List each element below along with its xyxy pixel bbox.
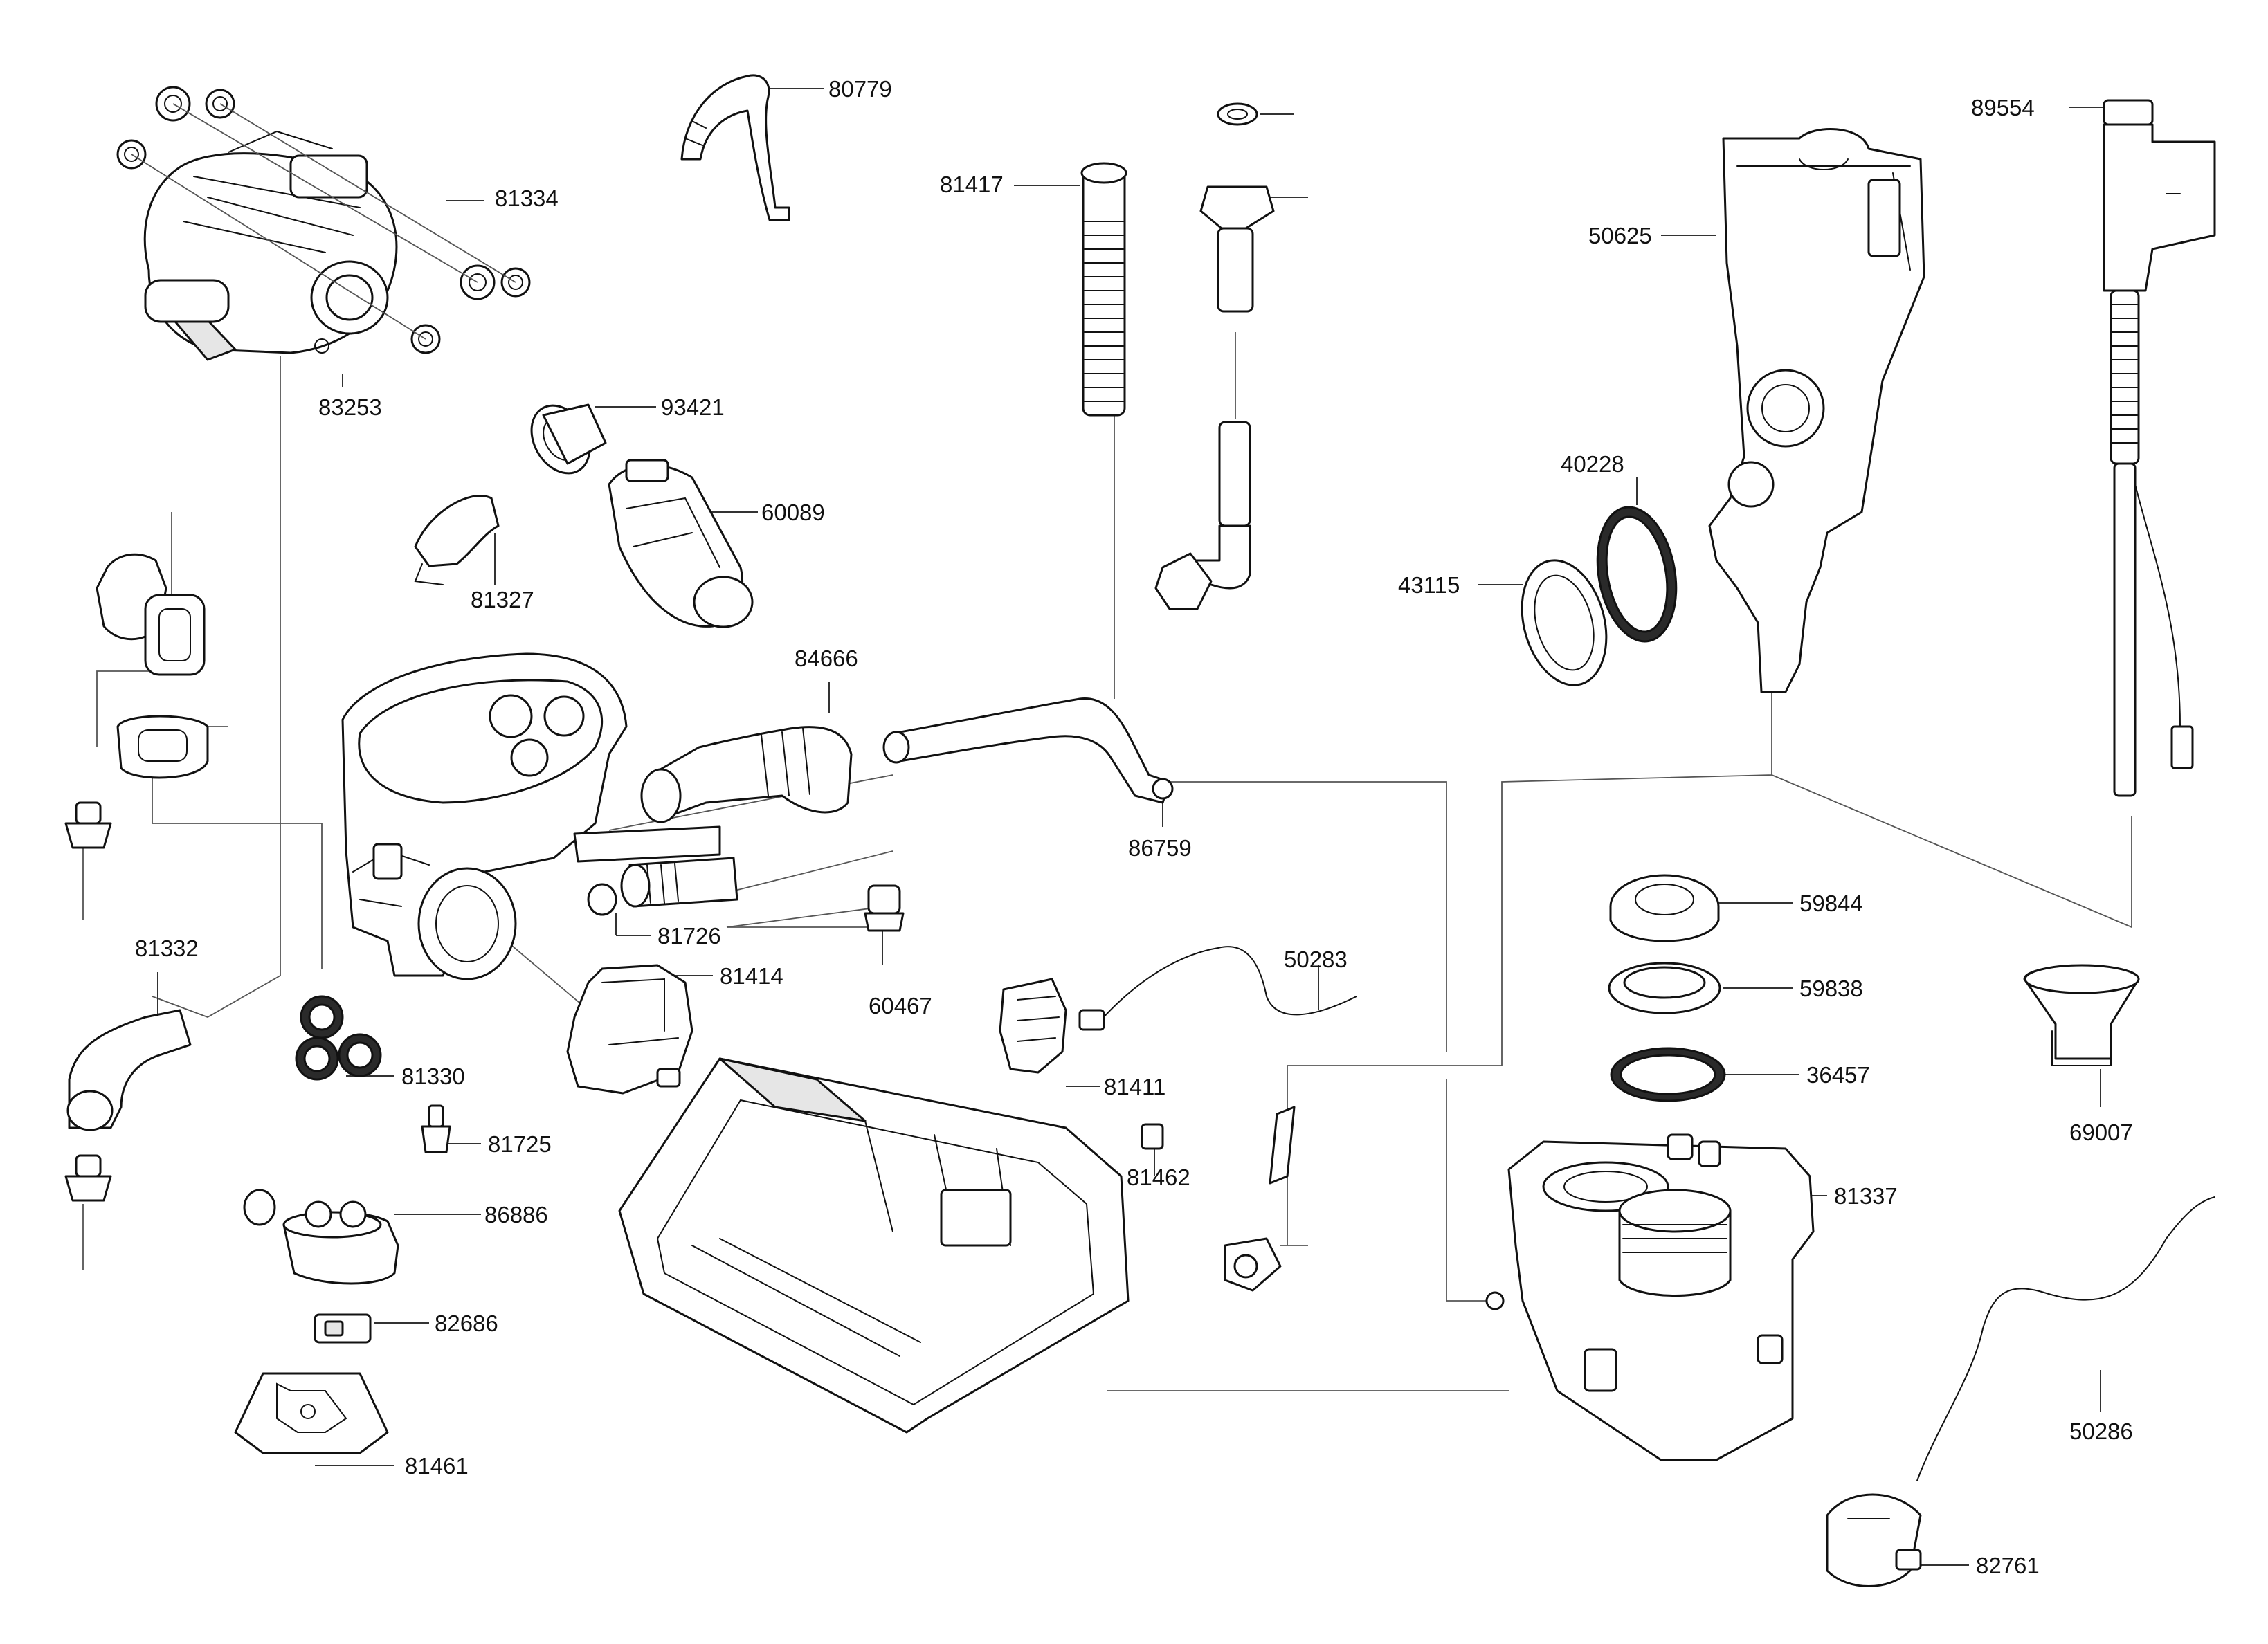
label-50286: 50286	[2069, 1418, 2133, 1444]
label-43115: 43115	[1398, 572, 1460, 598]
heater-cable-part	[1916, 1196, 2215, 1481]
label-36457: 36457	[1806, 1062, 1870, 1088]
salt-container-cap-part	[1609, 874, 1720, 942]
label-81725: 81725	[488, 1131, 552, 1157]
part-labels: 80779 81334 83253 93421 60089 81327 8141…	[135, 76, 2133, 1578]
label-59838: 59838	[1799, 976, 1863, 1001]
drain-hose-part	[882, 697, 1174, 804]
sealing-pad-part	[116, 715, 209, 779]
label-86759: 86759	[1128, 835, 1192, 861]
corrugated-hose-part	[1080, 162, 1127, 417]
label-81332: 81332	[135, 935, 199, 961]
drain-filter-part	[608, 459, 754, 628]
drain-valve-hose-part	[1224, 1106, 1296, 1292]
drain-elbow-part	[66, 1009, 192, 1131]
filter-ring-part	[530, 403, 607, 475]
label-86886: 86886	[484, 1202, 548, 1227]
funnel-part	[2023, 964, 2140, 1066]
circulation-pump-part	[143, 130, 398, 361]
pressure-switch-part	[864, 884, 905, 932]
label-82686: 82686	[435, 1310, 498, 1336]
label-81330: 81330	[401, 1063, 465, 1089]
hose-clamp-set-part	[116, 86, 531, 354]
salt-container-ring-part	[1608, 962, 1721, 1014]
cable-plug-part	[1826, 1493, 1922, 1587]
threaded-ring-nut-part	[1521, 559, 1608, 686]
label-50283: 50283	[1284, 947, 1348, 972]
label-81461: 81461	[405, 1453, 469, 1479]
gasket-ring-part	[1596, 506, 1678, 643]
label-50625: 50625	[1588, 223, 1652, 248]
level-sensor-part	[64, 801, 112, 849]
label-82761: 82761	[1976, 1553, 2040, 1578]
label-84666: 84666	[795, 646, 858, 671]
temperature-sensor-part	[421, 1104, 451, 1153]
aquastop-hose-part	[2103, 99, 2216, 797]
bellows-seals-part	[295, 995, 382, 1081]
label-81327: 81327	[471, 587, 534, 612]
label-60089: 60089	[761, 500, 825, 525]
relay-connector-part	[999, 978, 1067, 1074]
motor-housing-part	[566, 964, 693, 1095]
wire-clip-part	[1141, 1123, 1164, 1150]
inlet-fitting-part	[1154, 102, 1275, 610]
level-sensor-lower-part	[64, 1154, 112, 1202]
label-59844: 59844	[1799, 890, 1863, 916]
label-81462: 81462	[1127, 1164, 1190, 1190]
label-89554: 89554	[1971, 95, 2035, 120]
connector-hose-part	[573, 825, 738, 916]
sensor-upper-part	[96, 553, 206, 676]
label-83253: 83253	[318, 394, 382, 420]
power-cable-part	[1078, 946, 1357, 1031]
base-frame-part	[618, 1057, 1130, 1434]
label-69007: 69007	[2069, 1120, 2133, 1145]
salt-container-part	[1485, 1133, 1815, 1461]
curved-hose-part	[680, 74, 790, 221]
lever-clip-part	[414, 495, 500, 585]
label-81417: 81417	[940, 172, 1004, 197]
label-81726: 81726	[657, 923, 721, 949]
heater-pump-part	[243, 1189, 399, 1285]
leader-lines	[157, 88, 2104, 1566]
drain-elbow-hose-part	[640, 726, 853, 823]
label-60467: 60467	[869, 993, 932, 1019]
sump-assembly-part	[341, 652, 628, 980]
label-40228: 40228	[1561, 451, 1624, 477]
label-81414: 81414	[720, 963, 783, 989]
water-pocket-part	[1708, 128, 1925, 693]
base-plate-part	[234, 1372, 389, 1454]
salt-container-gasket-part	[1610, 1047, 1726, 1102]
label-93421: 93421	[661, 394, 725, 420]
label-81411: 81411	[1104, 1074, 1165, 1099]
label-81337: 81337	[1834, 1183, 1898, 1209]
label-81334: 81334	[495, 185, 559, 211]
connector-plug-part	[314, 1313, 372, 1344]
label-80779: 80779	[828, 76, 892, 102]
